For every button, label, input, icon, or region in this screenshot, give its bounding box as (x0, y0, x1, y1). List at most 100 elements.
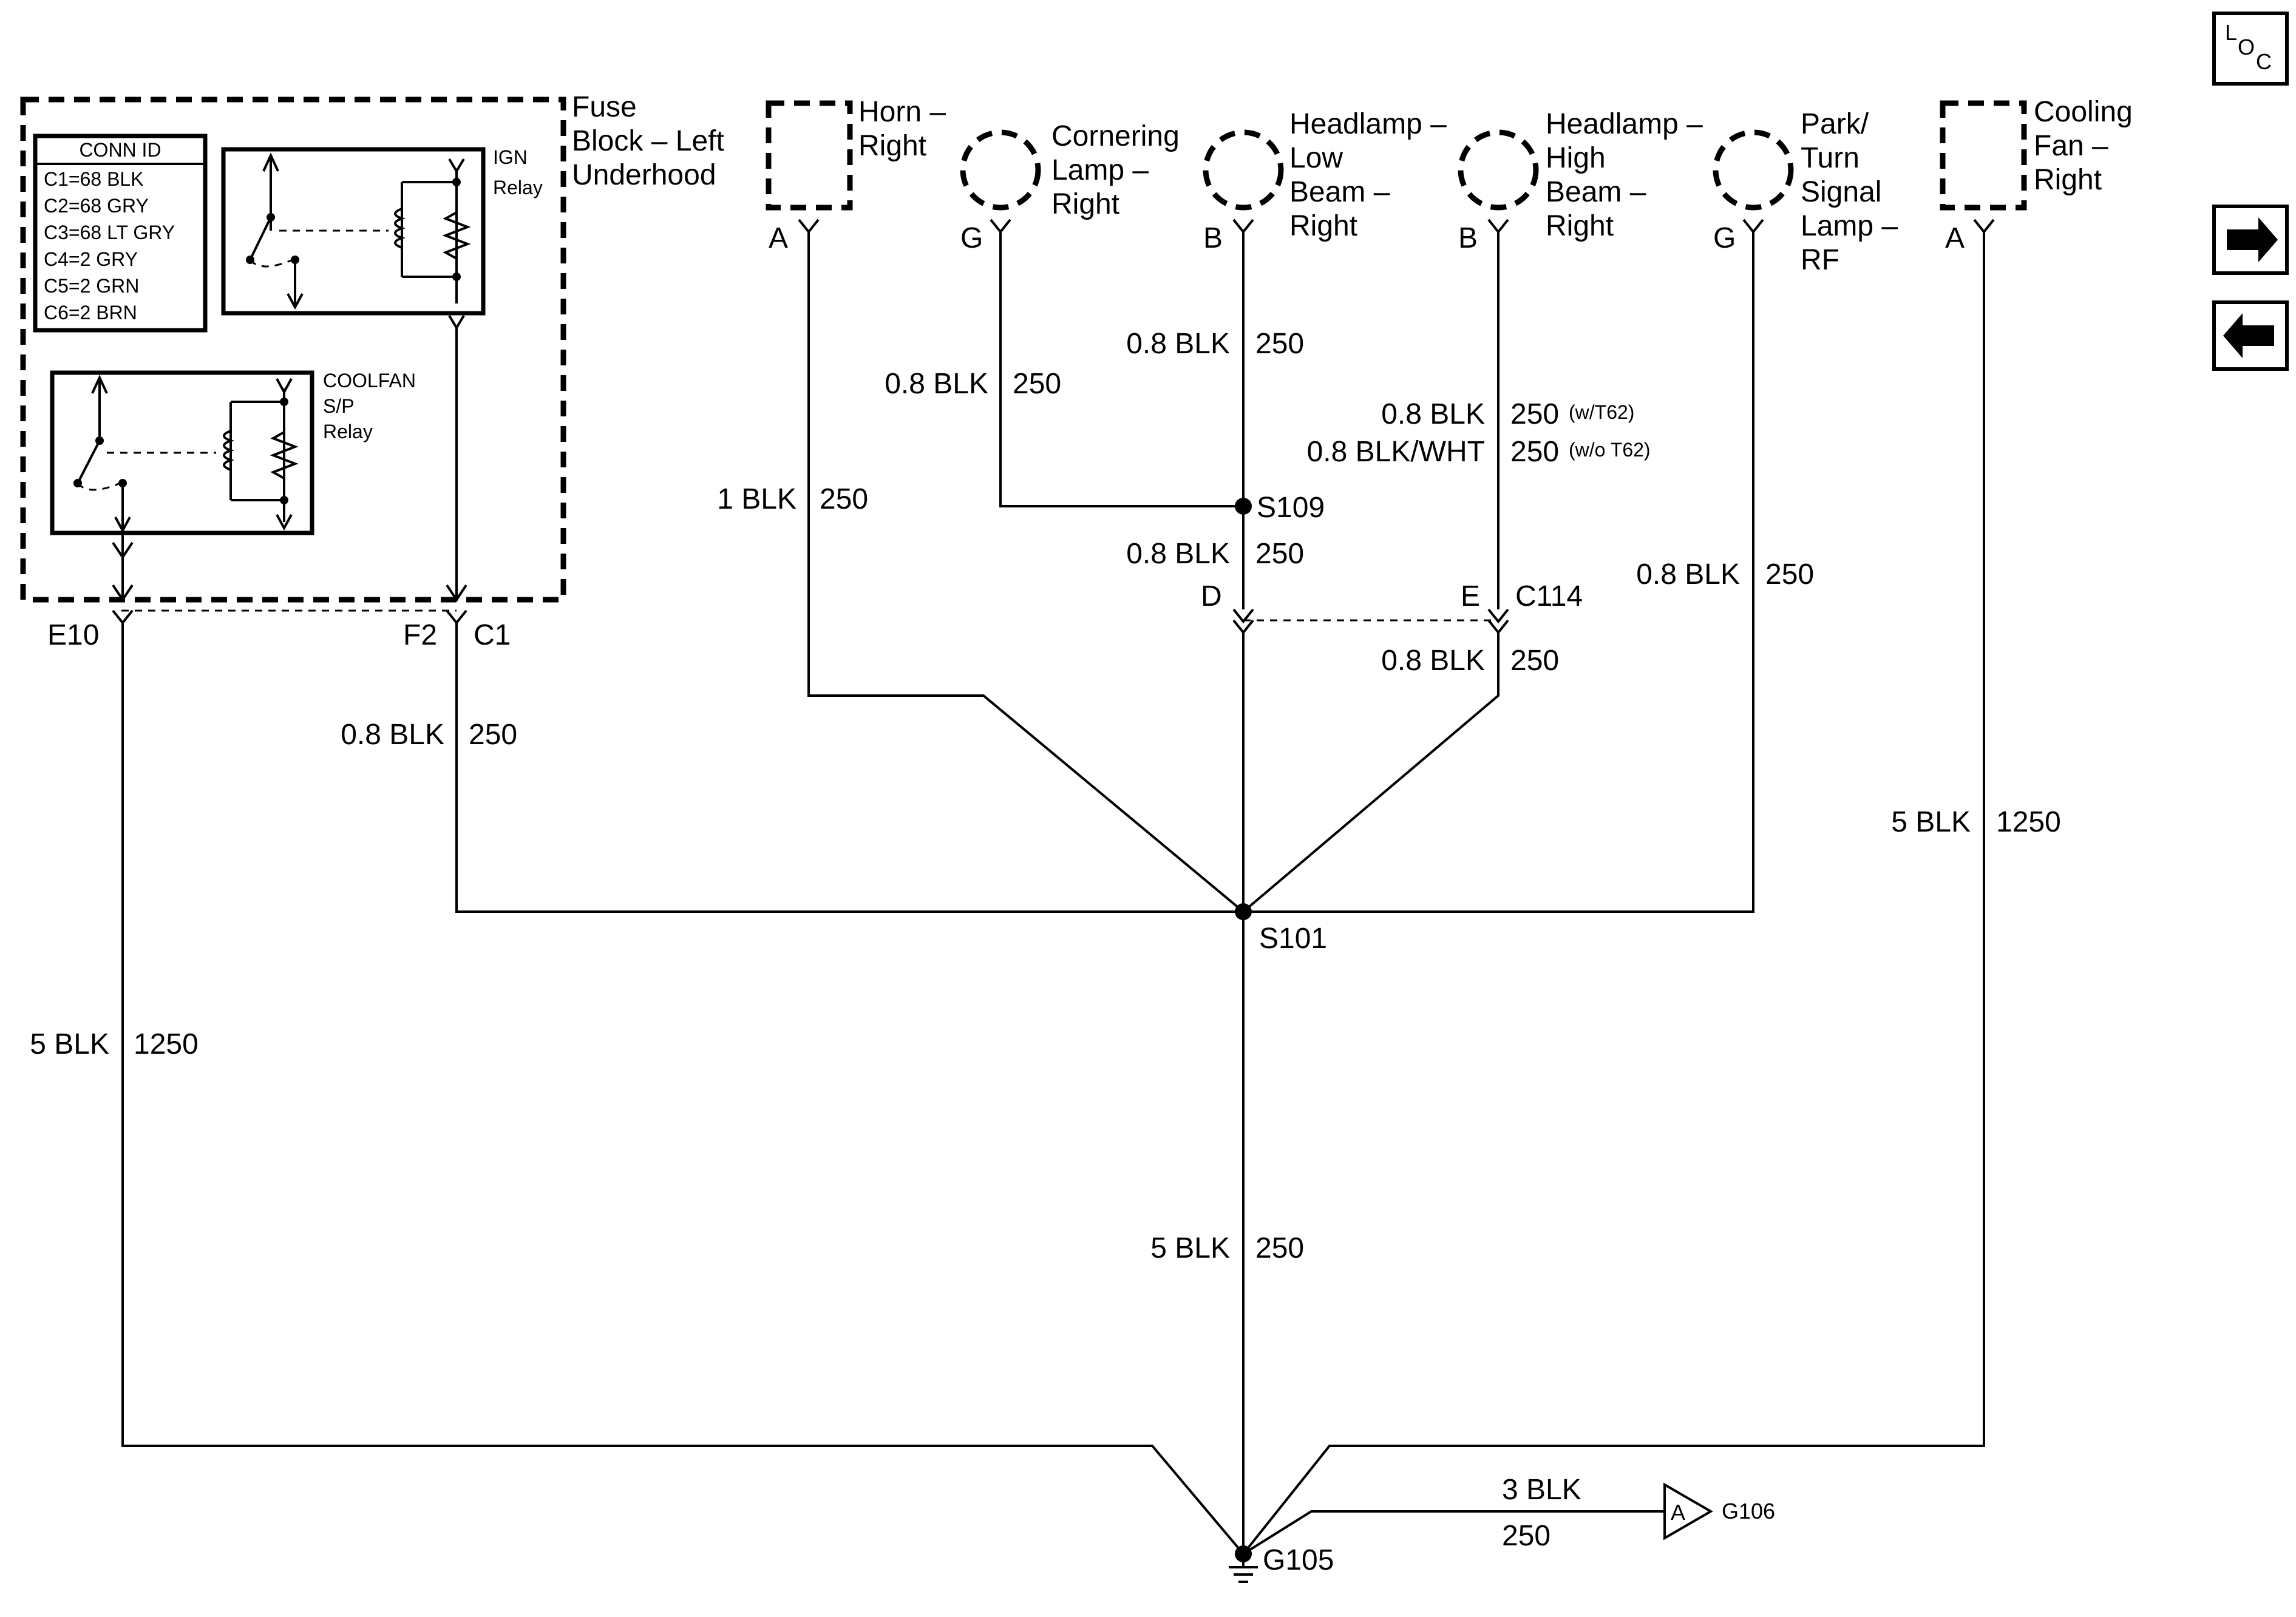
headlamp-low-beam-right: Headlamp – Low Beam – Right B (1203, 108, 1447, 254)
wire-circuit: 250 (1502, 1520, 1550, 1552)
park-turn-label-3: Signal (1801, 176, 1881, 208)
low-beam-label-2: Low (1289, 142, 1343, 174)
coolfan-sp-relay: COOLFAN S/P Relay (50, 370, 416, 535)
loc-letter-o: O (2238, 35, 2255, 59)
arrow-right-icon (2227, 217, 2278, 262)
cooling-fan-label-1: Cooling (2034, 96, 2133, 128)
park-turn-label-1: Park/ (1801, 108, 1869, 140)
park-turn-label-2: Turn (1801, 142, 1860, 174)
park-turn-signal-lamp-rf: Park/ Turn Signal Lamp – RF G (1713, 108, 1898, 276)
coolfan-relay-label-2: S/P (323, 395, 355, 417)
splice-s101-dot (1235, 903, 1252, 920)
wire-labels: 1 BLK 250 0.8 BLK 250 0.8 BLK 250 0.8 BL… (30, 328, 2061, 1552)
wire-gauge: 5 BLK (1150, 1232, 1230, 1264)
loc-button[interactable]: L O C (2212, 12, 2289, 86)
wire-circuit: 250 (1510, 398, 1559, 430)
high-beam-pin: B (1458, 222, 1478, 254)
high-beam-label-2: High (1546, 142, 1606, 174)
horn-label-1: Horn – (858, 96, 946, 128)
low-beam-label-1: Headlamp – (1289, 108, 1447, 140)
next-page-button[interactable] (2212, 205, 2289, 275)
pin-e10: E10 (47, 619, 99, 651)
horn-label-2: Right (858, 130, 926, 162)
previous-page-button[interactable] (2212, 300, 2289, 371)
wire-paths (121, 232, 1985, 1562)
conn-id-row: C6=2 BRN (44, 302, 137, 324)
park-turn-label-4: Lamp – (1801, 210, 1898, 242)
low-beam-pin: B (1203, 222, 1223, 254)
coolfan-relay-label-3: Relay (323, 421, 373, 442)
conn-id-row: C2=68 GRY (44, 195, 149, 217)
wire-circuit: 250 (1510, 645, 1559, 677)
wire-gauge: 0.8 BLK (1381, 645, 1485, 677)
wire-gauge: 0.8 BLK (1126, 328, 1230, 360)
pin-f2: F2 (403, 619, 437, 651)
ground-g105-icon (1229, 1554, 1258, 1583)
horn-pin: A (769, 222, 788, 254)
wire-circuit: 250 (1765, 558, 1814, 591)
wire-gauge: 0.8 BLK (1126, 538, 1230, 570)
wire-gauge: 0.8 BLK/WHT (1307, 436, 1485, 468)
wire-gauge: 5 BLK (1891, 806, 1971, 838)
ign-relay: IGN Relay (221, 146, 543, 330)
wire-circuit: 250 (1510, 436, 1559, 468)
wire-gauge: 0.8 BLK (1636, 558, 1740, 591)
fuse-block-title-3: Underhood (572, 159, 716, 191)
fuse-block-title-2: Block – Left (572, 125, 724, 157)
loc-letter-l: L (2225, 20, 2237, 45)
wire-circuit: 1250 (134, 1028, 199, 1060)
splice-s109-label: S109 (1257, 492, 1325, 524)
splice-s101-label: S101 (1259, 923, 1327, 955)
wire-circuit: 250 (1013, 368, 1061, 400)
cooling-fan-pin: A (1945, 222, 1965, 254)
wire-circuit: 250 (820, 483, 868, 515)
park-turn-label-5: RF (1801, 244, 1839, 276)
ign-relay-label-1: IGN (493, 146, 528, 168)
wire-circuit: 1250 (1996, 806, 2061, 838)
wire-gauge: 0.8 BLK (885, 368, 988, 400)
g106-ref-letter: A (1671, 1500, 1685, 1525)
loc-letter-c: C (2256, 49, 2272, 74)
high-beam-label-1: Headlamp – (1546, 108, 1703, 140)
headlamp-high-beam-right: Headlamp – High Beam – Right B (1458, 108, 1703, 254)
wire-gauge: 0.8 BLK (341, 719, 444, 751)
wire-option: (w/T62) (1569, 401, 1634, 423)
pin-c1: C1 (474, 619, 511, 651)
cornering-label-2: Lamp – (1051, 154, 1149, 186)
conn-id-row: C4=2 GRY (44, 248, 138, 270)
cooling-fan-label-2: Fan – (2034, 130, 2108, 162)
c114-label: C114 (1515, 580, 1583, 612)
coolfan-relay-label-1: COOLFAN (323, 370, 416, 392)
cornering-label-3: Right (1051, 188, 1119, 220)
c114-pin-e: E (1461, 580, 1480, 612)
conn-id-title: CONN ID (79, 139, 161, 161)
fuse-block-left-underhood: Fuse Block – Left Underhood CONN ID C1=6… (20, 91, 724, 603)
fuse-block-connector: E10 F2 C1 (47, 609, 511, 651)
ground-g105-label: G105 (1263, 1544, 1334, 1576)
park-turn-pin: G (1713, 222, 1736, 254)
conn-id-table: CONN ID C1=68 BLK C2=68 GRY C3=68 LT GRY… (33, 134, 208, 333)
cooling-fan-right: Cooling Fan – Right A (1940, 96, 2133, 254)
ground-g106-label: G106 (1722, 1499, 1775, 1524)
wire-gauge: 1 BLK (717, 483, 796, 515)
g106-reference: A G106 (1663, 1482, 1775, 1541)
wire-circuit: 250 (469, 719, 517, 751)
ign-relay-label-2: Relay (493, 177, 543, 198)
cornering-pin: G (960, 222, 983, 254)
c114-pin-d: D (1201, 580, 1222, 612)
wire-option: (w/o T62) (1569, 439, 1651, 461)
wire-circuit: 250 (1255, 328, 1304, 360)
fuse-block-title-1: Fuse (572, 91, 637, 123)
wire-gauge: 0.8 BLK (1381, 398, 1485, 430)
wire-circuit: 250 (1255, 538, 1304, 570)
cooling-fan-label-3: Right (2034, 164, 2102, 196)
high-beam-label-3: Beam – (1546, 176, 1646, 208)
low-beam-label-4: Right (1289, 210, 1357, 242)
horn-right: Horn – Right A (766, 96, 946, 254)
cornering-label-1: Cornering (1051, 120, 1180, 152)
high-beam-label-4: Right (1546, 210, 1614, 242)
arrow-left-icon (2223, 313, 2274, 358)
conn-id-row: C5=2 GRN (44, 275, 139, 297)
wire-gauge: 5 BLK (30, 1028, 109, 1060)
